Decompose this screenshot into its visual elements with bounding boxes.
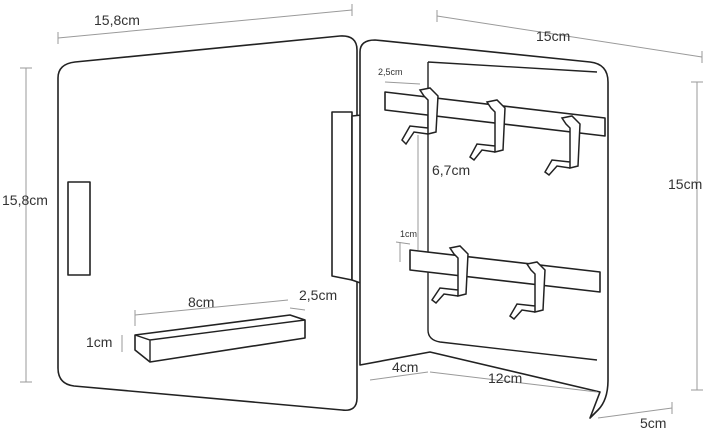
label-rail-height: 1cm bbox=[400, 229, 418, 239]
label-box-depth: 5cm bbox=[640, 415, 667, 431]
label-bottom-left: 4cm bbox=[392, 359, 419, 375]
label-hook-spacing: 2,5cm bbox=[378, 67, 403, 77]
label-bottom-interior: 12cm bbox=[488, 370, 523, 386]
label-box-width: 15cm bbox=[536, 28, 571, 44]
handle-slot bbox=[67, 181, 91, 276]
label-box-height: 15cm bbox=[668, 176, 703, 192]
label-rail-spacing: 6,7cm bbox=[432, 162, 471, 178]
dimension-lines bbox=[20, 4, 703, 419]
label-tray-height: 1cm bbox=[86, 334, 113, 350]
label-tray-depth: 2,5cm bbox=[299, 287, 338, 303]
label-tray-length: 8cm bbox=[188, 294, 215, 310]
label-door-width: 15,8cm bbox=[94, 12, 140, 28]
box-interior bbox=[427, 61, 598, 361]
tray bbox=[134, 314, 306, 363]
label-door-height: 15,8cm bbox=[2, 192, 48, 208]
hooks bbox=[401, 87, 581, 321]
door bbox=[57, 35, 358, 412]
box-body bbox=[359, 39, 609, 419]
